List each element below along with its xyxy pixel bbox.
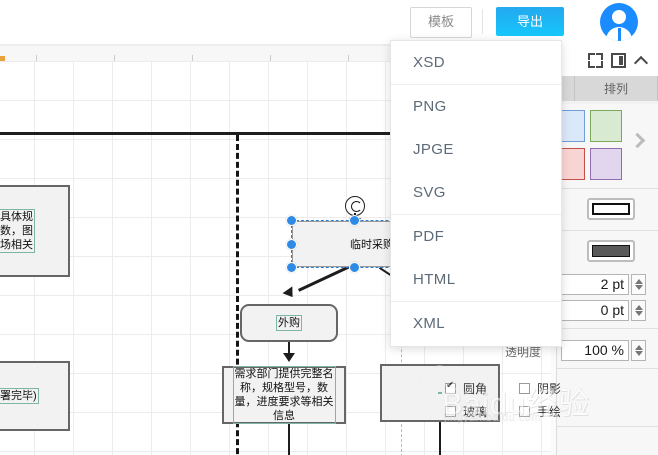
collapse-chevron-icon[interactable] xyxy=(634,53,649,68)
resize-handle-middle-left[interactable] xyxy=(286,239,297,250)
shape-waigou-label: 外购 xyxy=(276,315,302,331)
resize-handle-top-center[interactable] xyxy=(349,215,360,226)
glass-sketch-row: 玻璃 手绘 xyxy=(445,403,658,423)
ruler-tick xyxy=(114,55,115,61)
menu-item-xml[interactable]: XML xyxy=(413,315,446,332)
fit-page-icon[interactable] xyxy=(588,52,603,68)
fill-row xyxy=(557,190,658,230)
rounded-shadow-row: 圆角 阴影 xyxy=(445,380,658,400)
toolbar-separator xyxy=(482,9,483,34)
panel-divider xyxy=(557,188,658,189)
arrowhead-waigou xyxy=(282,286,298,301)
ruler-tick xyxy=(192,55,193,61)
line-width-stepper[interactable] xyxy=(631,274,646,295)
top-toolbar: 模板 导出 xyxy=(0,0,658,44)
user-avatar-icon[interactable] xyxy=(600,3,638,41)
rotate-handle[interactable] xyxy=(345,196,365,216)
connector-right-down xyxy=(439,422,441,455)
shape-hidden-right[interactable] xyxy=(380,364,500,422)
rounded-label: 圆角 xyxy=(463,382,488,396)
fill-color-button[interactable] xyxy=(587,198,635,220)
perimeter-row: 周长 0 pt xyxy=(505,298,658,324)
ruler-edge xyxy=(0,44,556,46)
template-button[interactable]: 模板 xyxy=(410,7,472,38)
swatch-next-chevron-icon[interactable] xyxy=(631,134,644,147)
shadow-label: 阴影 xyxy=(537,382,562,396)
glass-label: 玻璃 xyxy=(463,405,488,419)
line-width-input[interactable]: 2 pt xyxy=(561,274,629,295)
perimeter-stepper[interactable] xyxy=(631,300,646,321)
panel-icon-bar xyxy=(557,44,658,76)
ruler-tick xyxy=(348,55,349,61)
export-button[interactable]: 导出 xyxy=(496,7,564,36)
shape-sign-note[interactable]: (签署完毕) xyxy=(0,361,70,431)
stroke-color-button[interactable] xyxy=(587,240,635,262)
ruler-tick xyxy=(270,55,271,61)
opacity-row: 透明度 100 % xyxy=(505,338,658,364)
tabs-underline xyxy=(557,101,658,104)
panel-divider xyxy=(557,230,658,231)
opacity-input[interactable]: 100 % xyxy=(561,340,629,361)
opacity-label: 透明度 xyxy=(505,345,542,359)
shape-waigou[interactable]: 外购 xyxy=(240,304,338,342)
stroke-row xyxy=(557,232,658,272)
export-format-menu[interactable]: XSD PNG JPGE SVG PDF HTML XML xyxy=(390,40,562,347)
shape-requirement[interactable]: 需求部门提供完整名 称，规格型号，数 量，进度要求等相关 信息 xyxy=(222,366,346,424)
shape-selected-label: 临时采购 xyxy=(350,239,394,251)
glass-checkbox[interactable] xyxy=(445,406,456,417)
shape-requirement-label: 需求部门提供完整名 称，规格型号，数 量，进度要求等相关 信息 xyxy=(232,366,336,424)
style-swatches xyxy=(553,104,658,188)
menu-item-jpge[interactable]: JPGE xyxy=(413,141,454,158)
panel-divider xyxy=(557,328,658,329)
ruler-origin-marker xyxy=(0,56,5,61)
shape-sign-note-label: (签署完毕) xyxy=(0,388,39,404)
tab-arrange[interactable]: 排列 xyxy=(575,76,658,101)
sketch-label: 手绘 xyxy=(537,405,562,419)
resize-handle-bottom-center[interactable] xyxy=(349,262,360,273)
lane-divider-horizontal xyxy=(0,132,556,135)
menu-item-png[interactable]: PNG xyxy=(413,98,447,115)
menu-item-pdf[interactable]: PDF xyxy=(413,228,445,245)
line-width-row: 2 pt xyxy=(529,272,658,298)
perimeter-input[interactable]: 0 pt xyxy=(561,300,629,321)
menu-item-xsd[interactable]: XSD xyxy=(391,41,561,85)
toggle-panel-icon[interactable] xyxy=(611,52,626,68)
menu-item-html[interactable]: HTML xyxy=(391,258,561,302)
fill-preview xyxy=(592,203,630,215)
arrowhead-req xyxy=(283,353,295,362)
sketch-checkbox[interactable] xyxy=(519,406,530,417)
panel-divider xyxy=(557,426,658,427)
avatar-head xyxy=(612,10,626,24)
connector-req-down xyxy=(288,424,290,455)
resize-handle-top-left[interactable] xyxy=(286,215,297,226)
opacity-stepper[interactable] xyxy=(631,340,646,361)
lane-divider-dashed xyxy=(236,135,239,455)
stroke-preview xyxy=(592,245,630,257)
panel-tabs: 排列 xyxy=(557,76,658,101)
swatch-purple[interactable] xyxy=(590,148,622,180)
swatch-green[interactable] xyxy=(590,110,622,142)
ruler-tick xyxy=(36,55,37,61)
format-panel: 排列 2 pt xyxy=(445,44,658,455)
shape-left-note-label: 括具体规 参数，图 花场相关 xyxy=(0,209,35,253)
shadow-checkbox[interactable] xyxy=(519,383,530,394)
rounded-checkbox[interactable] xyxy=(445,380,456,394)
shape-left-note[interactable]: 括具体规 参数，图 花场相关 xyxy=(0,185,70,277)
connector-waigou-to-req xyxy=(288,342,290,355)
avatar-notch xyxy=(617,28,621,41)
resize-handle-bottom-left[interactable] xyxy=(286,262,297,273)
tab-style-partial[interactable] xyxy=(557,76,575,101)
panel-divider xyxy=(557,368,658,369)
menu-item-svg[interactable]: SVG xyxy=(391,171,561,215)
